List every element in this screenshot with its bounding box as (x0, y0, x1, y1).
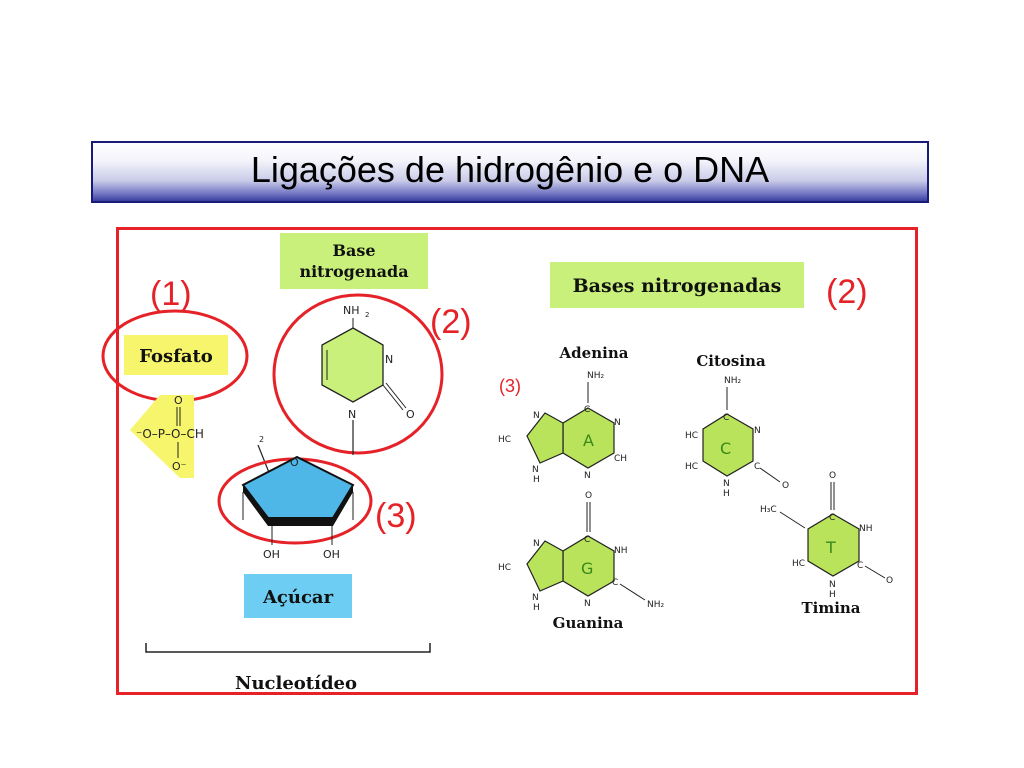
thymine-h: H (829, 590, 836, 600)
cytosine-h: H (723, 489, 730, 499)
phosphate-formula: O ⁻O–P–O–CH 2 O⁻ (136, 394, 273, 481)
adenine-letter: A (583, 431, 594, 450)
co-bond-2 (385, 382, 407, 409)
slide-title: Ligações de hidrogênio e o DNA (250, 149, 770, 190)
guanine-o: O (585, 491, 592, 501)
marker-2: (2) (430, 303, 472, 341)
guanine-five-ring (526, 540, 564, 592)
phosphate-label: Fosfato (139, 346, 213, 367)
co-bond (382, 384, 404, 411)
thymine-o-bottom: O (886, 576, 893, 586)
bases-section: Bases nitrogenadas (2) (3) Adenina NH₂ A… (498, 262, 893, 632)
thymine-n1: N (829, 580, 836, 590)
phosphate-chain: ⁻O–P–O–CH (136, 427, 204, 441)
sugar-highlight (244, 574, 352, 618)
thymine-o-top: O (829, 471, 836, 481)
nucleotide-label: Nucleotídeo (235, 673, 357, 694)
guanine-n7: N (533, 539, 540, 549)
pyrimidine-hexagon (321, 327, 384, 403)
bases-marker-2: (2) (826, 273, 868, 311)
marker-1: (1) (150, 275, 192, 313)
cytosine-c4: C (723, 413, 729, 423)
thymine-c2: C (857, 561, 863, 571)
base-highlight (280, 233, 428, 289)
adenine-name: Adenina (559, 344, 629, 362)
adenine-structure: Adenina NH₂ A C N CH N N HC N H (498, 344, 629, 485)
adenine-n9: N (532, 465, 539, 475)
cytosine-structure: Citosina NH₂ C C N C O HC HC N H (685, 352, 789, 499)
sugar-ring: O OH OH (241, 455, 355, 561)
marker-3: (3) (375, 497, 417, 535)
thymine-nh: NH (859, 524, 873, 534)
phosphate-top-o: O (174, 394, 183, 407)
guanine-nh: NH (614, 546, 628, 556)
guanine-n3: N (584, 599, 591, 609)
guanine-structure: O G C NH C NH₂ N N HC N H Guanina (498, 491, 665, 632)
cytosine-name: Citosina (696, 352, 766, 370)
cytosine-n1: N (723, 479, 730, 489)
bases-heading: Bases nitrogenadas (573, 275, 782, 297)
adenine-c6: C (584, 405, 590, 415)
pyrimidine-nh2: NH (343, 304, 360, 317)
pyrimidine-nh2-sub: 2 (365, 311, 369, 319)
base-label-line2: nitrogenada (299, 262, 408, 281)
guanine-letter: G (581, 559, 593, 578)
cytosine-hc-2: HC (685, 462, 698, 472)
thymine-hc: HC (792, 559, 805, 569)
pyrimidine-ring: NH 2 N N O (321, 304, 415, 455)
thymine-c4: C (829, 513, 835, 523)
title-bar: Ligações de hidrogênio e o DNA (91, 141, 929, 203)
cytosine-nh2: NH₂ (724, 376, 742, 386)
pyrimidine-n1: N (348, 408, 356, 421)
thymine-h3c: H₃C (760, 505, 777, 515)
thymine-methyl-bond (779, 511, 806, 529)
bases-heading-highlight (550, 262, 804, 308)
sugar-ring-o: O (290, 456, 299, 469)
thymine-co2-bond (864, 565, 886, 579)
adenine-nh2: NH₂ (587, 371, 605, 381)
cytosine-o: O (782, 481, 789, 491)
adenine-five-ring (526, 412, 564, 464)
nucleotide-section: (1) Fosfato O ⁻O–P–O–CH 2 O⁻ Base nitrog… (101, 233, 472, 694)
phosphate-bottom-o: O⁻ (172, 460, 187, 473)
nucleotide-bracket (145, 643, 431, 653)
phosphate-ch2-sub: 2 (259, 435, 264, 444)
cytosine-c2: C (754, 462, 760, 472)
guanine-nh2-bond (619, 583, 646, 601)
sugar-oh-1: OH (263, 548, 280, 561)
guanine-c2: C (612, 578, 618, 588)
guanine-c6: C (584, 535, 590, 545)
cytosine-letter: C (720, 439, 731, 458)
adenine-hc: HC (498, 435, 511, 445)
guanine-h: H (533, 603, 540, 613)
thymine-structure: O T C NH C O H₃C HC N H Timina (760, 471, 893, 617)
sugar-label: Açúcar (262, 587, 334, 608)
cytosine-co-bond (759, 467, 781, 483)
adenine-h: H (533, 475, 540, 485)
guanine-nh2: NH₂ (647, 600, 665, 610)
thymine-ring (807, 513, 860, 577)
base-label-line1: Base (332, 241, 375, 260)
adenine-n7: N (533, 411, 540, 421)
adenine-n1: N (614, 418, 621, 428)
pyrimidine-n3: N (385, 353, 393, 366)
sugar-oh-2: OH (323, 548, 340, 561)
adenine-ch: CH (614, 454, 627, 464)
pyrimidine-o: O (406, 408, 415, 421)
phosphate-highlight (124, 335, 228, 375)
bases-marker-3: (3) (499, 376, 521, 396)
guanine-name: Guanina (553, 614, 624, 632)
thymine-name: Timina (801, 599, 860, 617)
cytosine-n3: N (754, 426, 761, 436)
adenine-n3: N (584, 471, 591, 481)
guanine-n9: N (532, 593, 539, 603)
cytosine-hc-1: HC (685, 431, 698, 441)
cytosine-ring (702, 413, 754, 477)
base-circle (272, 293, 444, 455)
guanine-hc: HC (498, 563, 511, 573)
thymine-letter: T (825, 538, 836, 557)
